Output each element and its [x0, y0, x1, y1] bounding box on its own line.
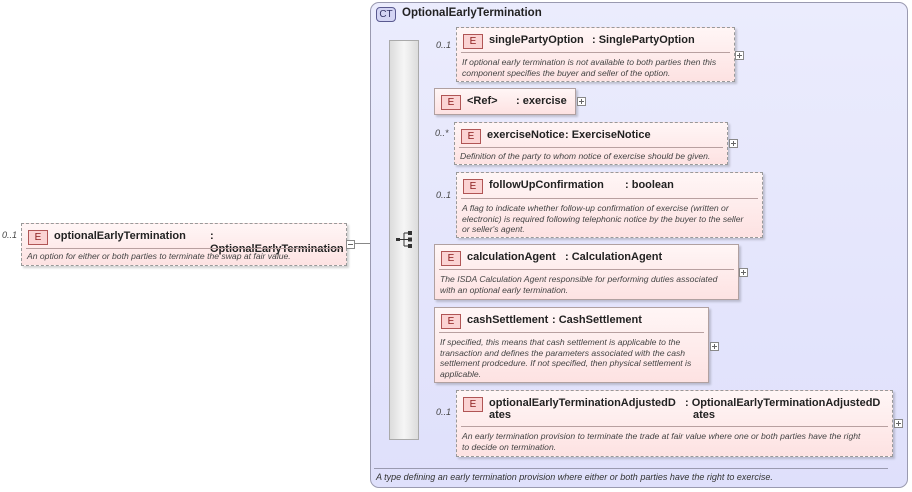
- element-documentation-line: applicable.: [440, 368, 482, 379]
- element-type: : CalculationAgent: [565, 251, 663, 263]
- element-documentation-line: If specified, this means that cash settl…: [440, 337, 681, 347]
- root-occurrence: 0..1: [2, 230, 18, 240]
- element-cash-settlement[interactable]: E cashSettlement : CashSettlement If spe…: [434, 307, 709, 383]
- complex-type-badge: CT: [376, 7, 396, 22]
- element-badge: E: [441, 314, 461, 329]
- element-separator: [461, 426, 888, 427]
- element-calculation-agent[interactable]: E calculationAgent : CalculationAgent Th…: [434, 244, 739, 300]
- complex-type-documentation: A type defining an early termination pro…: [376, 472, 773, 482]
- element-exercise-notice[interactable]: E exerciseNotice : ExerciseNotice Defini…: [454, 122, 728, 165]
- element-type: : SinglePartyOption: [592, 34, 695, 46]
- root-collapse-toggle[interactable]: [346, 240, 355, 249]
- element-type: : CashSettlement: [552, 314, 642, 326]
- element-separator: [461, 52, 730, 53]
- element-name: <Ref>: [467, 95, 498, 107]
- element-single-party-option[interactable]: E singlePartyOption : SinglePartyOption …: [456, 27, 735, 82]
- element-badge: E: [441, 95, 461, 110]
- element-name: optionalEarlyTermination: [54, 230, 186, 242]
- child-occurrence: 0..1: [436, 407, 452, 417]
- element-documentation: An option for either or both parties to …: [27, 251, 291, 261]
- complex-type-title: OptionalEarlyTermination: [402, 7, 542, 19]
- element-separator: [459, 147, 723, 148]
- element-documentation-line: electronic) is required following teleph…: [462, 213, 744, 224]
- sequence-compositor-bar: [389, 40, 419, 440]
- expand-toggle[interactable]: [739, 268, 748, 277]
- element-follow-up-confirmation[interactable]: E followUpConfirmation : boolean A flag …: [456, 172, 763, 238]
- expand-toggle[interactable]: [710, 342, 719, 351]
- element-separator: [439, 269, 734, 270]
- element-name-line: optionalEarlyTerminationAdjustedD: [489, 397, 676, 409]
- root-element-box[interactable]: E optionalEarlyTermination : OptionalEar…: [21, 223, 347, 266]
- element-documentation-line: A flag to indicate whether follow-up con…: [462, 203, 729, 213]
- element-optional-early-termination-adjusted-dates[interactable]: E optionalEarlyTerminationAdjustedD ates…: [456, 390, 893, 457]
- element-name-line: ates: [489, 409, 512, 421]
- element-documentation-line: An early termination provision to termin…: [462, 431, 861, 441]
- element-type-line: ates: [693, 409, 716, 421]
- child-occurrence: 0..1: [436, 190, 452, 200]
- element-exercise-ref[interactable]: E <Ref> : exercise: [434, 88, 576, 115]
- expand-toggle[interactable]: [735, 51, 744, 60]
- element-name: singlePartyOption: [489, 34, 584, 46]
- element-separator: [439, 332, 704, 333]
- element-type: : OptionalEarlyTermination: [210, 230, 344, 255]
- complex-type-separator: [374, 468, 888, 469]
- element-badge: E: [441, 251, 461, 266]
- expand-toggle[interactable]: [577, 97, 586, 106]
- child-occurrence: 0..*: [435, 128, 449, 138]
- element-badge: E: [463, 397, 483, 412]
- element-separator: [26, 248, 342, 249]
- element-separator: [461, 198, 758, 199]
- child-occurrence: 0..1: [436, 40, 452, 50]
- element-documentation-line: If optional early termination is not ava…: [462, 57, 717, 67]
- element-documentation-line: settlement prodcedure. If not specified,…: [440, 358, 692, 368]
- element-documentation-line: or seller's agent.: [462, 224, 525, 234]
- element-badge: E: [28, 230, 48, 245]
- element-documentation-line: to decide on termination.: [462, 441, 557, 452]
- element-documentation-line: component specifies the buyer and seller…: [462, 67, 671, 78]
- element-name: cashSettlement: [467, 314, 549, 326]
- element-type-line: : OptionalEarlyTerminationAdjustedD: [685, 397, 881, 409]
- element-name: followUpConfirmation: [489, 179, 604, 191]
- element-name: exerciseNotice: [487, 129, 565, 141]
- element-type: : boolean: [625, 179, 674, 191]
- element-type: : ExerciseNotice: [565, 129, 651, 141]
- element-name: calculationAgent: [467, 251, 556, 263]
- element-badge: E: [463, 179, 483, 194]
- sequence-icon[interactable]: [396, 230, 414, 250]
- expand-toggle[interactable]: [729, 139, 738, 148]
- element-documentation-line: transaction and defines the parameters a…: [440, 347, 686, 358]
- element-documentation-line: The ISDA Calculation Agent responsible f…: [440, 274, 718, 284]
- expand-toggle[interactable]: [894, 419, 903, 428]
- element-badge: E: [463, 34, 483, 49]
- element-documentation-line: Definition of the party to whom notice o…: [460, 151, 711, 161]
- element-documentation-line: with an optional early termination.: [440, 284, 569, 295]
- element-badge: E: [461, 129, 481, 144]
- element-type: : exercise: [516, 95, 567, 107]
